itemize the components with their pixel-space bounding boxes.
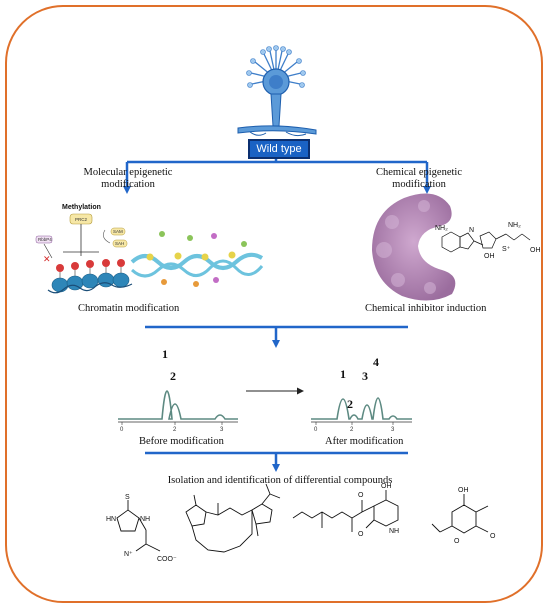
molecular-branch-title: Molecular epigenetic modification [58,167,198,191]
after-trace [311,397,412,420]
chromatin-fiber [130,231,264,287]
before-peak-label: 1 [162,347,168,361]
rounded-frame [5,5,543,603]
compound-4-structure [431,494,489,534]
sah-label: SAH [115,241,124,246]
svg-text:OH: OH [484,253,495,260]
inhibitor-caption: Chemical inhibitor induction [365,303,487,314]
methylation-title: Methylation [62,204,101,211]
compound-1-structure [116,500,161,552]
svg-text:N: N [469,227,474,234]
compound-2-structure [185,483,281,553]
compound-3-labels: OH O NH O [358,483,399,538]
after-peak-label: 3 [362,369,368,383]
prc2-label: PRC2 [75,217,88,222]
before-tick-label: 0 [120,427,124,433]
compound-3-structure [292,490,399,532]
fungus-icon [237,45,317,137]
after-peak-label: 1 [340,367,346,381]
before-tick-label: 2 [173,427,177,433]
svg-text:N⁺: N⁺ [124,551,133,558]
after-tick-label: 3 [391,427,395,433]
svg-text:NH: NH [140,516,150,523]
chemical-title-line2: modification [392,179,446,190]
svg-text:HN: HN [106,516,116,523]
compound-4-labels: OH O O [454,487,496,545]
after-tick-label: 0 [314,427,318,433]
after-peak-label: 4 [373,355,379,369]
wild-type-box: Wild type [248,139,310,159]
before-trace [118,390,238,420]
svg-text:O: O [454,538,460,545]
after-tick-label: 2 [350,427,354,433]
inhibitor-labels: NH₂ N OH NH₂ S⁺ OH [435,222,541,260]
svg-text:O: O [490,533,496,540]
svg-text:NH: NH [389,528,399,535]
before-tick-label: 3 [220,427,224,433]
compound-1-labels: S HN NH N⁺ COO⁻ [106,494,177,563]
svg-text:S⁺: S⁺ [502,246,511,253]
svg-text:NH₂: NH₂ [435,225,448,232]
merge-arrows [145,325,408,348]
svg-text:O: O [358,531,364,538]
after-peak-label: 2 [347,397,353,411]
after-caption: After modification [325,436,404,447]
svg-text:✕: ✕ [43,254,51,264]
inhibitor-structure [441,231,531,253]
before-peak-label: 2 [170,369,176,383]
molecular-title-line1: Molecular epigenetic [83,167,173,178]
split-arrows [123,159,431,194]
sam-label: SAM [113,229,123,234]
svg-text:NH₂: NH₂ [508,222,521,229]
before-caption: Before modification [139,436,224,447]
enzyme-blob [372,193,456,301]
isolation-step-label: Isolation and identification of differen… [167,475,393,486]
chemical-title-line1: Chemical epigenetic [375,167,462,178]
svg-text:OH: OH [458,487,469,494]
svg-text:OH: OH [530,247,541,254]
chromatin-panel: Methylation PRC2 SAM SAH RbbP4 ✕ [35,204,133,294]
svg-text:OH: OH [381,483,392,490]
molecular-title-line2: modification [101,179,155,190]
chemical-branch-title: Chemical epigenetic modification [364,167,474,191]
rbbp4-label: RbbP4 [38,237,52,242]
svg-text:O: O [358,492,364,499]
svg-text:S: S [125,494,130,501]
svg-text:COO⁻: COO⁻ [157,556,177,563]
lower-arrows [145,451,408,472]
chromatin-caption: Chromatin modification [78,303,180,314]
